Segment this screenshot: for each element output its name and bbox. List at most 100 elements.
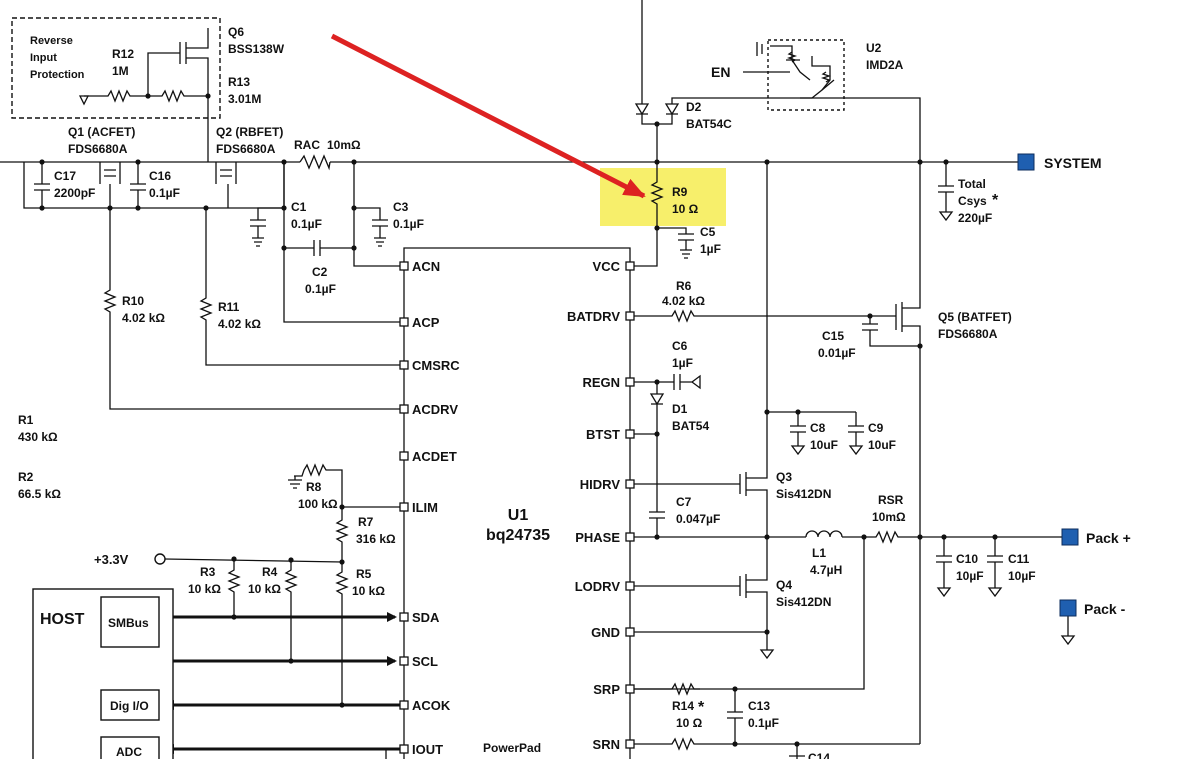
host-bus (160, 612, 404, 759)
r14-mark: * (698, 699, 705, 716)
red-pointer-arrow (330, 33, 646, 199)
ic-pin-markers (399, 261, 635, 754)
r7-value: 316 kΩ (356, 532, 396, 546)
r13-ref: R13 (228, 75, 250, 89)
c1-value: 0.1µF (291, 217, 322, 231)
r4-ref: R4 (262, 565, 278, 579)
pin-acok: ACOK (412, 698, 451, 713)
pin-lodrv: LODRV (575, 579, 621, 594)
acdrv-cmsrc-wires (103, 208, 404, 410)
r14-ref: R14 (672, 699, 694, 713)
c8-ref: C8 (810, 421, 826, 435)
pin-hidrv: HIDRV (580, 477, 621, 492)
csys-value: 220µF (958, 211, 992, 225)
q4-ref: Q4 (776, 578, 792, 592)
host-block (32, 588, 174, 759)
pin-cmsrc: CMSRC (412, 358, 460, 373)
r1-ref: R1 (18, 413, 34, 427)
c8-c9 (764, 409, 864, 456)
r4-value: 10 kΩ (248, 582, 281, 596)
c10-value: 10µF (956, 569, 984, 583)
r9-ref: R9 (672, 185, 688, 199)
csys-line2: Csys (958, 194, 987, 208)
q6-ref: Q6 (228, 25, 244, 39)
c8-value: 10uF (810, 438, 838, 452)
en-label: EN (711, 64, 730, 80)
pack-plus-terminal (1061, 528, 1079, 546)
c15-ref: C15 (822, 329, 844, 343)
ic-powerpad: PowerPad (483, 741, 541, 755)
d1-part: BAT54 (672, 419, 709, 433)
acn-acp-network (250, 162, 404, 323)
r3-ref: R3 (200, 565, 216, 579)
c5-ref: C5 (700, 225, 716, 239)
r2-value: 66.5 kΩ (18, 487, 61, 501)
protection-label-2: Input (30, 52, 57, 64)
pin-btst: BTST (586, 427, 620, 442)
ilim-network (288, 463, 404, 565)
r3-value: 10 kΩ (188, 582, 221, 596)
phase-output (630, 530, 1062, 690)
system-label: SYSTEM (1044, 155, 1102, 171)
c13-value: 0.1µF (748, 716, 779, 730)
c9-value: 10uF (868, 438, 896, 452)
pin-iout: IOUT (412, 742, 443, 757)
c3-value: 0.1µF (393, 217, 424, 231)
c2-value: 0.1µF (305, 282, 336, 296)
csys-mark: * (992, 192, 999, 209)
c15-value: 0.01µF (818, 346, 856, 360)
ic-part: bq24735 (486, 527, 550, 544)
pin-acn: ACN (412, 259, 440, 274)
c17-value: 2200pF (54, 186, 95, 200)
protection-label-1: Reverse (30, 35, 73, 47)
pack-minus-terminal (1059, 599, 1077, 617)
c11-ref: C11 (1008, 552, 1030, 566)
ic-ref: U1 (508, 507, 529, 524)
q1-part: FDS6680A (68, 142, 128, 156)
pin-phase: PHASE (575, 530, 620, 545)
c5-value: 1µF (700, 242, 721, 256)
system-rail (0, 154, 1018, 171)
d2-part: BAT54C (686, 117, 732, 131)
q4-part: Sis412DN (776, 595, 831, 609)
c9-ref: C9 (868, 421, 884, 435)
reverse-protection-block (11, 17, 221, 162)
q5-ref: Q5 (BATFET) (938, 310, 1012, 324)
q3-part: Sis412DN (776, 487, 831, 501)
vcc-network (630, 162, 694, 267)
pin-acdet: ACDET (412, 449, 457, 464)
c7-ref: C7 (676, 495, 692, 509)
c2-ref: C2 (312, 265, 328, 279)
r11-value: 4.02 kΩ (218, 317, 261, 331)
csys-line1: Total (958, 177, 986, 191)
q2-ref: Q2 (RBFET) (216, 125, 283, 139)
rac-value: 10mΩ (327, 138, 361, 152)
r10-ref: R10 (122, 294, 144, 308)
host-smbus-label: SMBus (108, 616, 149, 630)
c17-ref: C17 (54, 169, 76, 183)
pack-minus-net (1060, 616, 1076, 646)
d1-ref: D1 (672, 402, 688, 416)
c16-value: 0.1µF (149, 186, 180, 200)
l1-ref: L1 (812, 546, 826, 560)
rac-ref: RAC (294, 138, 320, 152)
r5-ref: R5 (356, 567, 372, 581)
pack-minus-label: Pack - (1084, 601, 1126, 617)
d2-ref: D2 (686, 100, 702, 114)
host-title: HOST (40, 611, 85, 628)
l1-value: 4.7µH (810, 563, 842, 577)
pin-sda: SDA (412, 610, 440, 625)
pack-plus-label: Pack + (1086, 530, 1131, 546)
pin-vcc: VCC (593, 259, 621, 274)
r5-value: 10 kΩ (352, 584, 385, 598)
r8-ref: R8 (306, 480, 322, 494)
r14-value: 10 Ω (676, 716, 703, 730)
c10-ref: C10 (956, 552, 978, 566)
pin-srp: SRP (593, 682, 620, 697)
rsr-ref: RSR (878, 493, 904, 507)
r6-value: 4.02 kΩ (662, 294, 705, 308)
r6-ref: R6 (676, 279, 692, 293)
pin-acdrv: ACDRV (412, 402, 458, 417)
u2-part: IMD2A (866, 58, 904, 72)
